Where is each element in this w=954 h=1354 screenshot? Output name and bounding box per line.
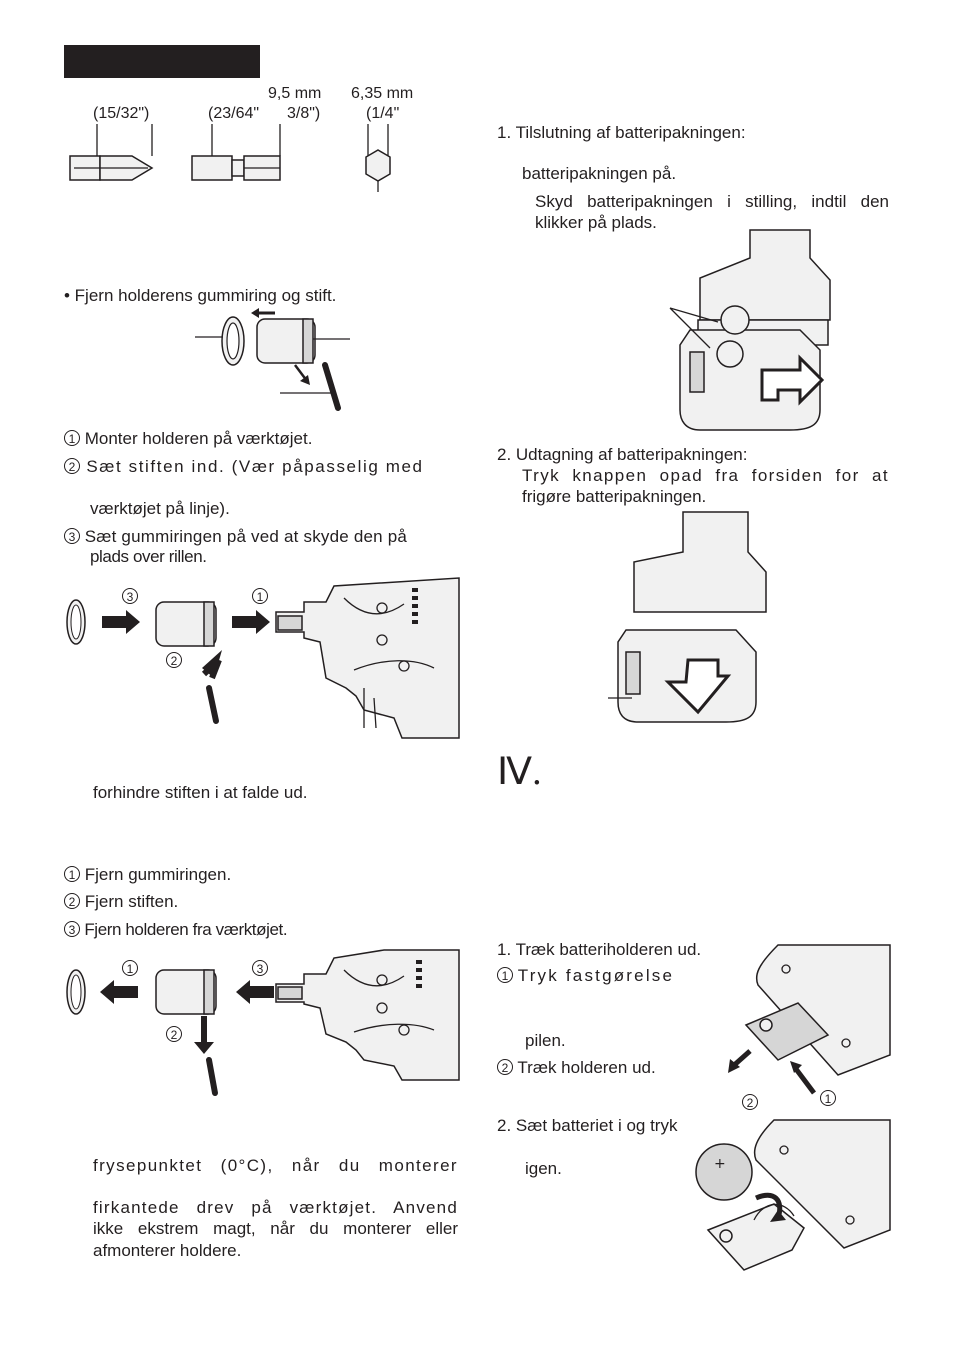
mount-step-2: 2 Sæt stiften ind. (Vær påpasselig med bbox=[64, 456, 458, 477]
step-number: 2 bbox=[64, 893, 80, 909]
step-text: Tryk fastgørelse bbox=[517, 966, 675, 985]
mount-illustration bbox=[66, 577, 460, 739]
callout-3: 3 bbox=[252, 960, 268, 976]
remove-step-3: 3 Fjern holderen fra værktøjet. bbox=[64, 919, 288, 940]
size-label-9-5mm: 9,5 mm bbox=[268, 85, 322, 102]
step-number: 1 bbox=[64, 866, 80, 882]
battery-step-1: 1. Træk batteriholderen ud. bbox=[497, 940, 702, 959]
bit-diagram bbox=[69, 124, 391, 192]
remove-step-1: 1 Fjern gummiringen. bbox=[64, 864, 231, 885]
freeze-note-line-2: firkantede drev på værktøjet. Anvend bbox=[93, 1198, 458, 1217]
size-label-23-64: (23/64" bbox=[208, 105, 260, 122]
holder-ring-illustration bbox=[195, 308, 350, 411]
mount-step-3-cont: plads over rillen. bbox=[90, 547, 207, 566]
step-number: 2 bbox=[64, 458, 80, 474]
freeze-note-line-4: afmonterer holdere. bbox=[93, 1241, 242, 1260]
detach-line-1: Tryk knappen opad fra forsiden for at bbox=[522, 466, 889, 485]
callout-2: 2 bbox=[166, 652, 182, 668]
step-text: Træk holderen ud. bbox=[517, 1058, 656, 1077]
battery-detach-illustration bbox=[608, 511, 767, 723]
remove-step-2: 2 Fjern stiften. bbox=[64, 891, 178, 912]
mount-step-1: 1 Monter holderen på værktøjet. bbox=[64, 428, 458, 449]
battery-step-1c: 2 Træk holderen ud. bbox=[497, 1057, 656, 1078]
fall-note: forhindre stiften i at falde ud. bbox=[93, 783, 308, 802]
battery-step-1a: 1 Tryk fastgørelse bbox=[497, 965, 674, 986]
detach-heading: 2. Udtagning af batteripakningen: bbox=[497, 445, 748, 464]
section-number: Ⅳ. bbox=[497, 751, 542, 793]
step-number: 3 bbox=[64, 921, 80, 937]
remove-pin-note: • Fjern holderens gummiring og stift. bbox=[64, 286, 337, 305]
attach-line-3: klikker på plads. bbox=[535, 213, 657, 232]
step-text: Fjern holderen fra værktøjet. bbox=[84, 920, 288, 939]
size-label-3-8: 3/8") bbox=[287, 105, 321, 122]
size-label-6-35mm: 6,35 mm bbox=[351, 85, 414, 102]
section-header-bar bbox=[64, 45, 260, 78]
step-text: Sæt stiften ind. (Vær påpasselig med bbox=[86, 457, 424, 476]
battery-step-2: 2. Sæt batteriet i og tryk bbox=[497, 1116, 678, 1135]
holder-pull-illustration bbox=[728, 944, 891, 1095]
mount-step-3: 3 Sæt gummiringen på ved at skyde den på bbox=[64, 526, 458, 547]
attach-line-2: Skyd batteripakningen i stilling, indtil… bbox=[535, 192, 889, 211]
step-number: 1 bbox=[64, 430, 80, 446]
size-label-15-32: (15/32") bbox=[93, 105, 150, 122]
detach-line-2: frigøre batteripakningen. bbox=[522, 487, 707, 506]
step-number: 1 bbox=[497, 967, 513, 983]
step-text: Fjern stiften. bbox=[84, 892, 179, 911]
step-number: 3 bbox=[64, 528, 80, 544]
callout-2: 2 bbox=[742, 1094, 758, 1110]
attach-line-1: batteripakningen på. bbox=[522, 164, 677, 183]
callout-1: 1 bbox=[122, 960, 138, 976]
attach-heading: 1. Tilslutning af batteripakningen: bbox=[497, 123, 746, 142]
battery-step-2b: igen. bbox=[525, 1159, 562, 1178]
freeze-note-line-1: frysepunktet (0°C), når du monterer bbox=[93, 1156, 458, 1175]
callout-1: 1 bbox=[252, 588, 268, 604]
callout-2: 2 bbox=[166, 1026, 182, 1042]
step-number: 2 bbox=[497, 1059, 513, 1075]
step-text: Sæt gummiringen på ved at skyde den på bbox=[84, 527, 408, 546]
size-label-1-4: (1/4" bbox=[366, 105, 400, 122]
step-text: Fjern gummiringen. bbox=[84, 865, 232, 884]
freeze-note-line-3: ikke ekstrem magt, når du monterer eller bbox=[93, 1219, 458, 1238]
callout-3: 3 bbox=[122, 588, 138, 604]
battery-step-1b: pilen. bbox=[525, 1031, 566, 1050]
battery-insert-illustration: + bbox=[695, 1119, 891, 1271]
step-text: Monter holderen på værktøjet. bbox=[84, 429, 313, 448]
remove-illustration bbox=[66, 949, 460, 1096]
mount-step-2-cont: værktøjet på linje). bbox=[90, 499, 230, 518]
svg-text:+: + bbox=[714, 1156, 726, 1172]
battery-attach-illustration bbox=[669, 229, 831, 431]
callout-1: 1 bbox=[820, 1090, 836, 1106]
